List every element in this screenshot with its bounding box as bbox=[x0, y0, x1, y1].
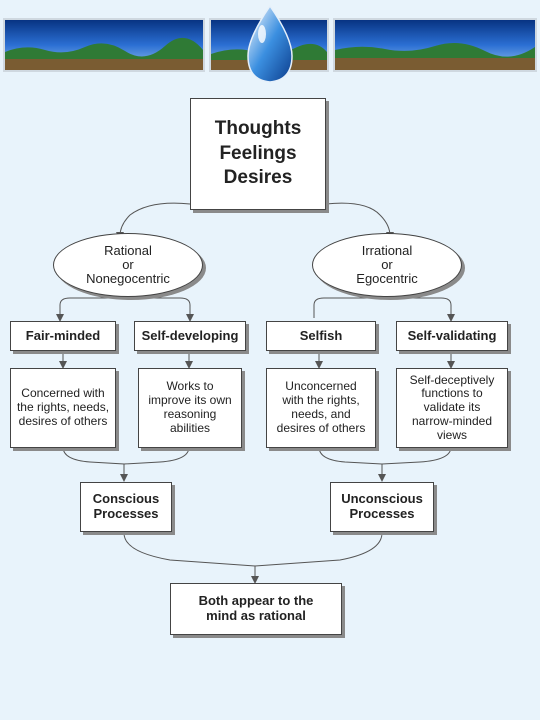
desc-line: improve its own bbox=[148, 393, 232, 408]
desc-self-developing: Works to improve its own reasoning abili… bbox=[138, 368, 242, 448]
banner-panel-right bbox=[333, 18, 537, 72]
conclusion-line-2: mind as rational bbox=[206, 608, 306, 623]
conscious-line-2: Processes bbox=[93, 506, 159, 521]
unconscious-line-1: Unconscious bbox=[341, 491, 423, 507]
node-fair-minded: Fair-minded bbox=[10, 321, 116, 351]
desc-line: functions to bbox=[421, 386, 483, 401]
node-self-validating: Self-validating bbox=[396, 321, 508, 351]
top-line-2: Feelings bbox=[219, 142, 297, 164]
top-line-1: Thoughts bbox=[214, 117, 302, 139]
node-unconscious-processes: Unconscious Processes bbox=[330, 482, 434, 532]
desc-line: desires of others bbox=[18, 413, 108, 428]
connector-top-to-right bbox=[325, 202, 394, 240]
node-conscious-processes: Conscious Processes bbox=[80, 482, 172, 532]
desc-line: with the rights, bbox=[282, 393, 360, 408]
rational-line-3: Nonegocentric bbox=[86, 271, 170, 287]
rational-line-1: Rational bbox=[104, 242, 152, 258]
desc-line: validate its bbox=[423, 400, 481, 415]
node-selfish: Selfish bbox=[266, 321, 376, 351]
irrational-line-3: Egocentric bbox=[356, 271, 418, 287]
irrational-line-1: Irrational bbox=[361, 242, 413, 258]
desc-line: Self-deceptively bbox=[409, 372, 495, 387]
connector-left-desc-to-conscious bbox=[62, 446, 128, 482]
node-both-appear-rational: Both appear to the mind as rational bbox=[170, 583, 342, 635]
desc-line: abilities bbox=[169, 420, 211, 435]
conscious-line-1: Conscious bbox=[92, 491, 160, 507]
desc-line: Works to bbox=[166, 379, 214, 394]
water-drop-icon bbox=[247, 4, 293, 83]
node-thoughts-feelings-desires: Thoughts Feelings Desires bbox=[190, 98, 326, 210]
desc-selfish: Unconcerned with the rights, needs, and … bbox=[266, 368, 376, 448]
node-rational: Rational or Nonegocentric bbox=[53, 233, 203, 297]
connector-to-conclusion bbox=[123, 532, 259, 584]
conclusion-line-1: Both appear to the bbox=[198, 593, 314, 609]
node-irrational: Irrational or Egocentric bbox=[312, 233, 462, 297]
desc-line: reasoning bbox=[163, 407, 217, 421]
desc-line: Concerned with bbox=[21, 386, 105, 401]
header-banner bbox=[3, 4, 537, 83]
top-line-3: Desires bbox=[223, 167, 293, 189]
desc-line: needs, and bbox=[291, 407, 351, 421]
irrational-line-2: or bbox=[381, 256, 393, 272]
connector-left-to-traits bbox=[59, 297, 194, 322]
desc-line: narrow-minded views bbox=[411, 413, 493, 442]
desc-line: the rights, needs, bbox=[16, 400, 110, 415]
connector-top-to-left bbox=[116, 202, 191, 240]
desc-line: desires of others bbox=[276, 420, 366, 435]
rational-line-2: or bbox=[122, 256, 134, 272]
desc-fair-minded: Concerned with the rights, needs, desire… bbox=[10, 368, 116, 448]
node-self-developing: Self-developing bbox=[134, 321, 246, 351]
desc-line: Unconcerned bbox=[285, 379, 357, 394]
unconscious-line-2: Processes bbox=[349, 506, 415, 521]
desc-self-validating: Self-deceptively functions to validate i… bbox=[396, 368, 508, 448]
connector-right-to-traits bbox=[313, 297, 455, 322]
connector-right-desc-to-unconscious bbox=[318, 446, 386, 482]
banner-panel-left bbox=[3, 18, 205, 72]
